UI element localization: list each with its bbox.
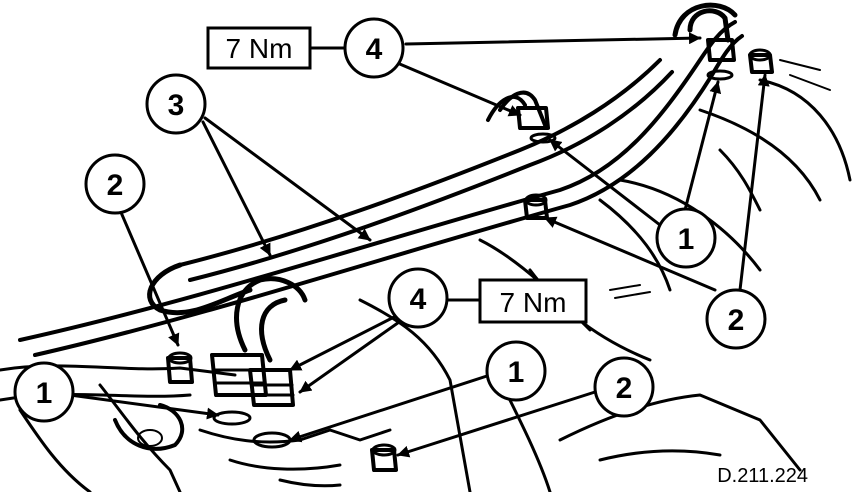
torque-box-middle: 7 Nm [478, 278, 588, 324]
reference-code: D.211.224 [717, 465, 808, 487]
svg-text:1: 1 [36, 377, 53, 410]
callout-1-left: 1 [13, 361, 75, 423]
leader-lines [68, 32, 770, 458]
svg-text:1: 1 [678, 223, 695, 256]
callout-4-middle: 4 [387, 267, 449, 329]
torque-label: 7 Nm [500, 287, 567, 318]
callout-1-right: 1 [655, 207, 717, 269]
torque-box-top: 7 Nm [206, 26, 312, 70]
callout-3: 3 [145, 73, 207, 135]
svg-text:1: 1 [508, 356, 525, 389]
sealing-washer-icon [137, 69, 734, 449]
svg-text:4: 4 [366, 33, 383, 66]
pipe-union-icon [210, 38, 736, 407]
svg-text:4: 4 [410, 283, 427, 316]
svg-text:2: 2 [728, 304, 745, 337]
callout-2-bottom: 2 [593, 356, 655, 418]
svg-text:2: 2 [107, 169, 124, 202]
callout-2-left: 2 [84, 153, 146, 215]
torque-label: 7 Nm [226, 33, 293, 64]
svg-text:D.211.224: D.211.224 [717, 465, 808, 487]
callout-4-top: 4 [343, 17, 405, 79]
callout-1-bottom: 1 [485, 340, 547, 402]
fuel-pipe-icon [18, 2, 744, 363]
svg-text:3: 3 [168, 89, 185, 122]
callout-2-right: 2 [705, 288, 767, 350]
svg-text:2: 2 [616, 372, 633, 405]
